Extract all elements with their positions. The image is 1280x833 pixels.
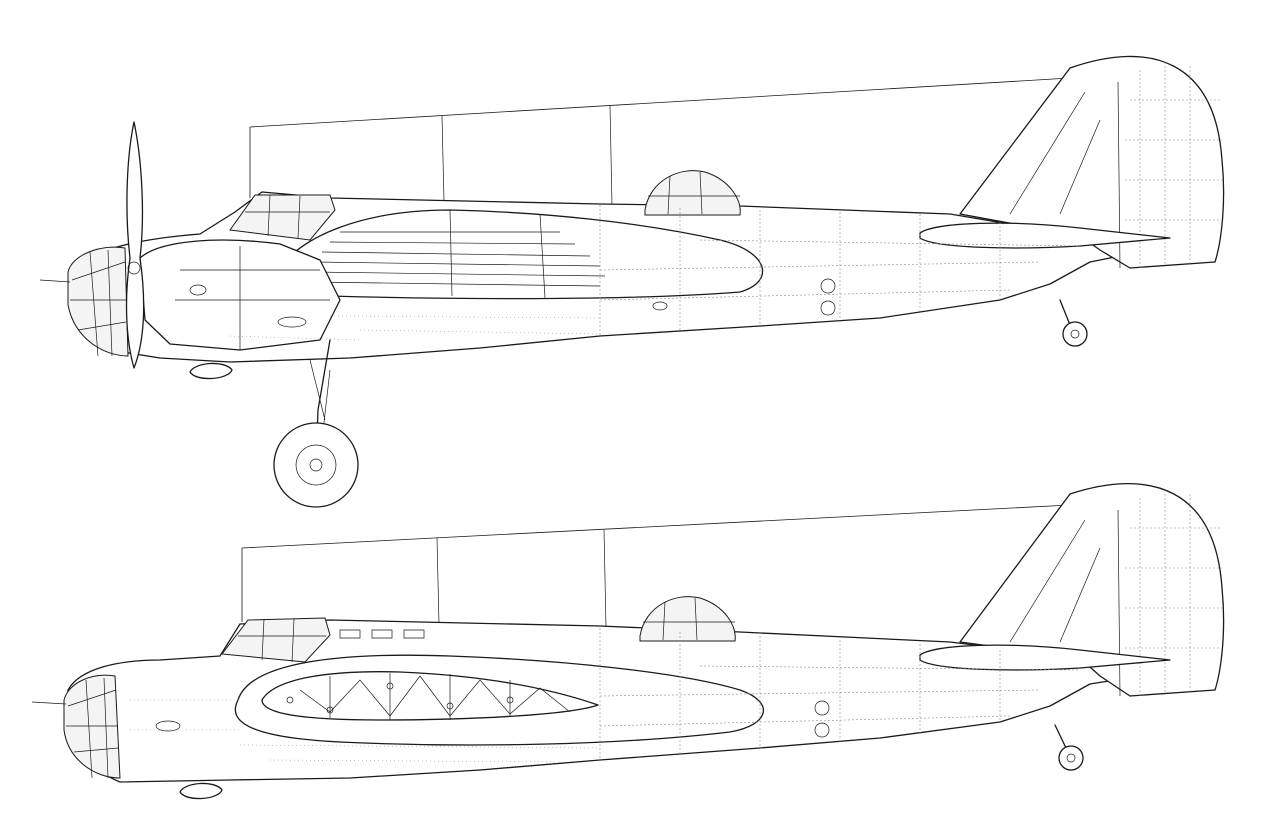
side-view-engine-removed-wing-structure [31,483,1225,800]
panel-lines [229,205,1081,341]
nose-gun [39,279,71,283]
side-view-with-engine [39,55,1225,508]
main-landing-gear [273,339,359,508]
vertical-tail [959,55,1225,269]
ventral-store [189,362,233,380]
tail-wheel [1059,299,1088,347]
horizontal-stabilizer [919,222,1171,249]
horizontal-stabilizer [919,644,1171,671]
tail-wheel [1054,724,1084,771]
nose-glazing [63,674,121,779]
dorsal-turret [644,170,741,216]
antenna-wire [249,77,1071,206]
nose-glazing [67,246,129,357]
wing-rib-structure [261,671,599,721]
ventral-store [179,782,223,800]
nose-gun [31,701,67,705]
vertical-tail [959,483,1225,697]
cockpit-canopy [221,617,331,663]
dorsal-turret [639,596,736,642]
cockpit-canopy [229,194,336,241]
panel-lines [130,628,1081,763]
propeller [125,121,145,369]
antenna-wire [241,504,1071,629]
